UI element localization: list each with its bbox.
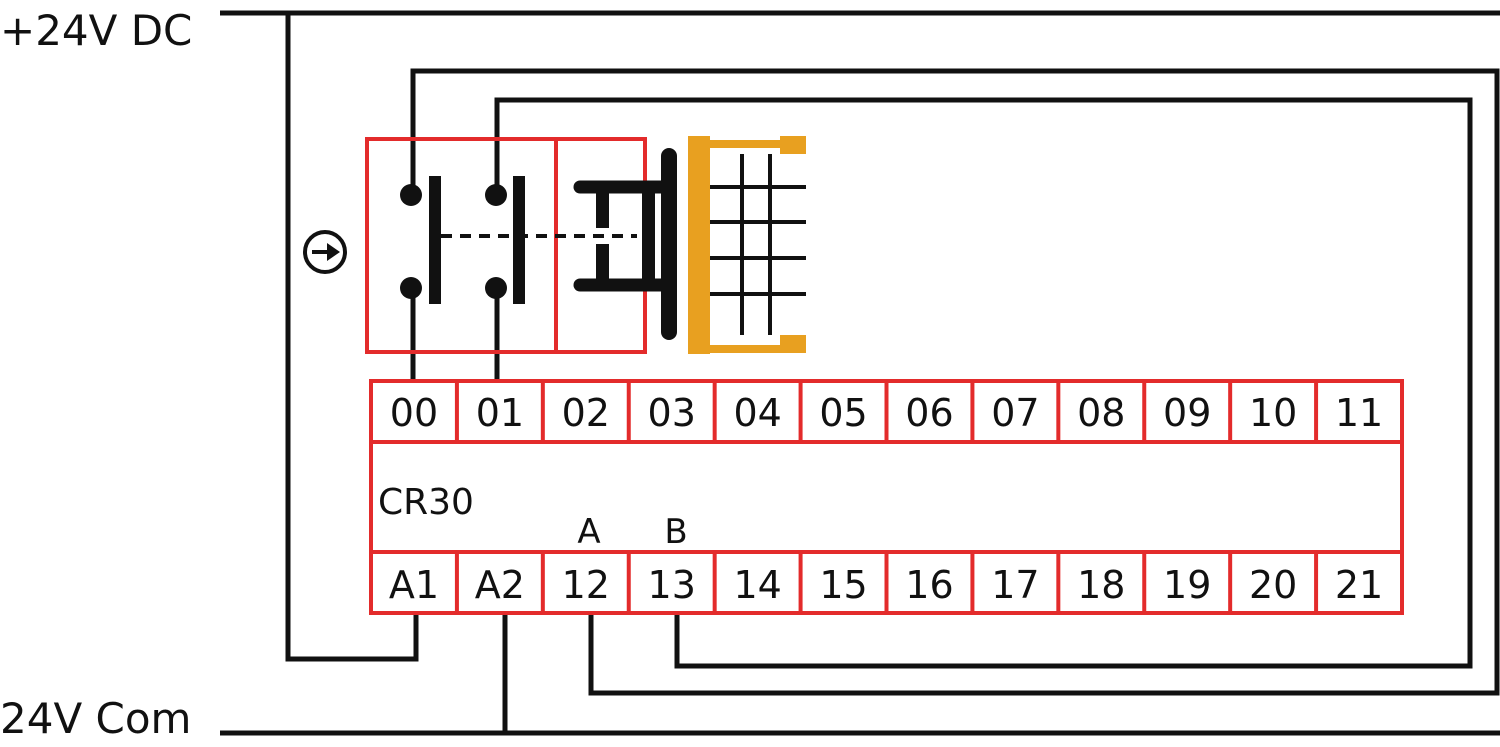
terminal-12: 12 [562, 563, 610, 607]
safety-relay-module: CR30 A B 00 01 02 03 04 05 06 07 08 09 10 11 A1 A2 12… [369, 379, 1404, 615]
terminal-11: 11 [1335, 391, 1383, 435]
terminal-10: 10 [1249, 391, 1297, 435]
terminal-15: 15 [819, 563, 867, 607]
terminal-07: 07 [991, 391, 1039, 435]
terminal-06: 06 [905, 391, 953, 435]
terminal-20: 20 [1249, 563, 1297, 607]
channel-b-label: B [664, 512, 687, 552]
module-name: CR30 [378, 482, 474, 523]
terminal-09: 09 [1163, 391, 1211, 435]
terminal-01: 01 [476, 391, 524, 435]
common-rail-label: 24V Com [0, 694, 191, 743]
two-channel-safety-switch-icon [365, 137, 677, 354]
circled-arrow-icon [303, 230, 347, 274]
terminal-18: 18 [1077, 563, 1125, 607]
terminal-08: 08 [1077, 391, 1125, 435]
terminal-02: 02 [562, 391, 610, 435]
terminal-21: 21 [1335, 563, 1383, 607]
terminal-17: 17 [991, 563, 1039, 607]
terminal-14: 14 [733, 563, 781, 607]
terminal-05: 05 [819, 391, 867, 435]
terminal-16: 16 [905, 563, 953, 607]
wire-supply-to-a1 [285, 13, 419, 662]
wire-channel-b-loop [494, 97, 1473, 669]
wire-channel-a-loop [410, 68, 1500, 696]
terminal-04: 04 [733, 391, 781, 435]
positive-rail-label: +24V DC [0, 6, 192, 55]
switch-contact-housing [365, 137, 558, 354]
terminal-00: 00 [390, 391, 438, 435]
terminal-a2: A2 [475, 563, 525, 607]
terminal-13: 13 [648, 563, 696, 607]
terminal-03: 03 [648, 391, 696, 435]
terminal-19: 19 [1163, 563, 1211, 607]
terminal-a1: A1 [389, 563, 439, 607]
guard-door-icon [688, 136, 806, 354]
channel-a-label: A [577, 512, 600, 552]
